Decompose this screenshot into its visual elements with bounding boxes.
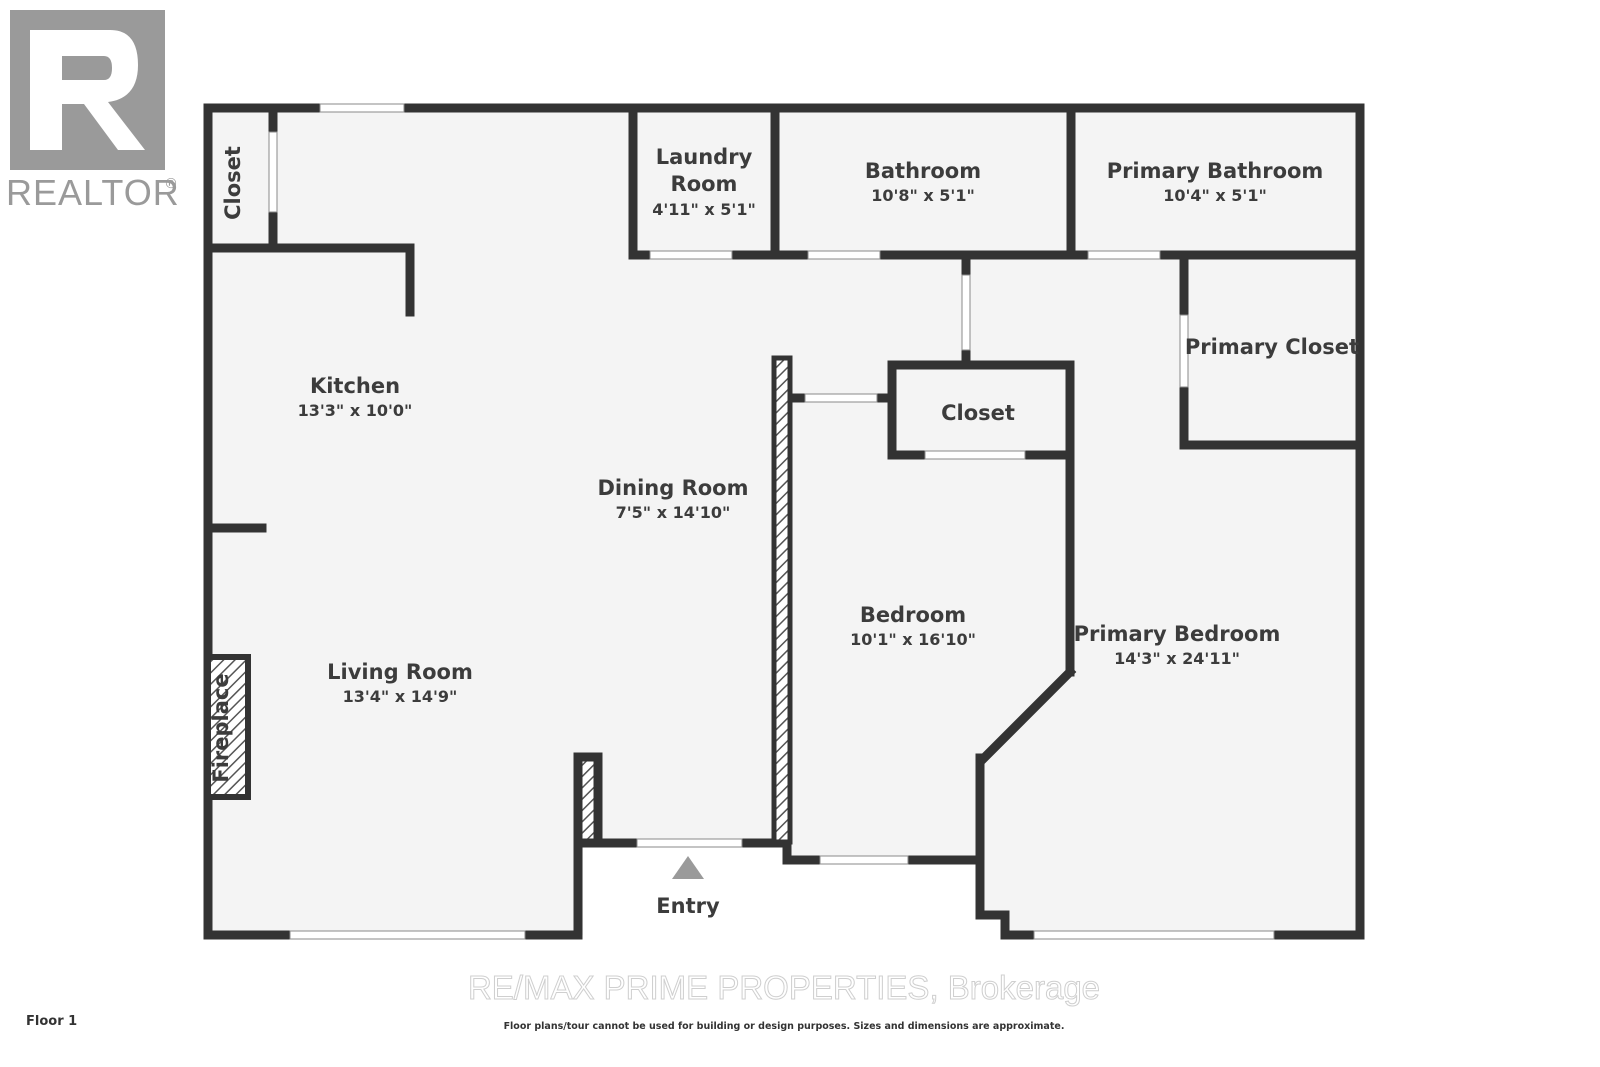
kitchen-dims: 13'3" x 10'0" bbox=[298, 401, 413, 420]
fireplace-label: Fireplace bbox=[209, 673, 233, 782]
kitchen-label: Kitchen bbox=[310, 374, 400, 398]
brokerage-watermark: RE/MAX PRIME PROPERTIES, Brokerage bbox=[468, 969, 1100, 1006]
entry-arrow-icon bbox=[672, 856, 704, 879]
laundry-dims: 4'11" x 5'1" bbox=[652, 200, 756, 219]
bathroom-label: Bathroom bbox=[865, 159, 981, 183]
primary-bedroom-label: Primary Bedroom bbox=[1074, 622, 1281, 646]
dining-room-dims: 7'5" x 14'10" bbox=[616, 503, 731, 522]
dining-room-label: Dining Room bbox=[598, 476, 749, 500]
primary-bathroom-label: Primary Bathroom bbox=[1107, 159, 1324, 183]
primary-bedroom-dims: 14'3" x 24'11" bbox=[1114, 649, 1240, 668]
laundry-label-line2: Room bbox=[671, 172, 738, 196]
closet-small-label: Closet bbox=[221, 146, 245, 220]
bedroom-dims: 10'1" x 16'10" bbox=[850, 630, 976, 649]
closet-label: Closet bbox=[941, 401, 1015, 425]
registered-mark: ® bbox=[164, 176, 178, 192]
windows bbox=[268, 103, 1275, 940]
bedroom-label: Bedroom bbox=[860, 603, 966, 627]
realtor-logo-text: REALTOR bbox=[6, 172, 180, 213]
floor-label: Floor 1 bbox=[26, 1014, 77, 1029]
bathroom-dims: 10'8" x 5'1" bbox=[871, 186, 975, 205]
living-room-dims: 13'4" x 14'9" bbox=[343, 687, 458, 706]
primary-bathroom-dims: 10'4" x 5'1" bbox=[1163, 186, 1267, 205]
realtor-logo: REALTOR ® bbox=[6, 10, 180, 213]
primary-closet-label: Primary Closet bbox=[1185, 335, 1359, 359]
laundry-label-line1: Laundry bbox=[656, 145, 753, 169]
entry-label: Entry bbox=[656, 894, 720, 918]
disclaimer: Floor plans/tour cannot be used for buil… bbox=[504, 1021, 1065, 1032]
fireplace bbox=[205, 654, 251, 800]
living-room-label: Living Room bbox=[327, 660, 473, 684]
partition-wall bbox=[771, 355, 793, 845]
